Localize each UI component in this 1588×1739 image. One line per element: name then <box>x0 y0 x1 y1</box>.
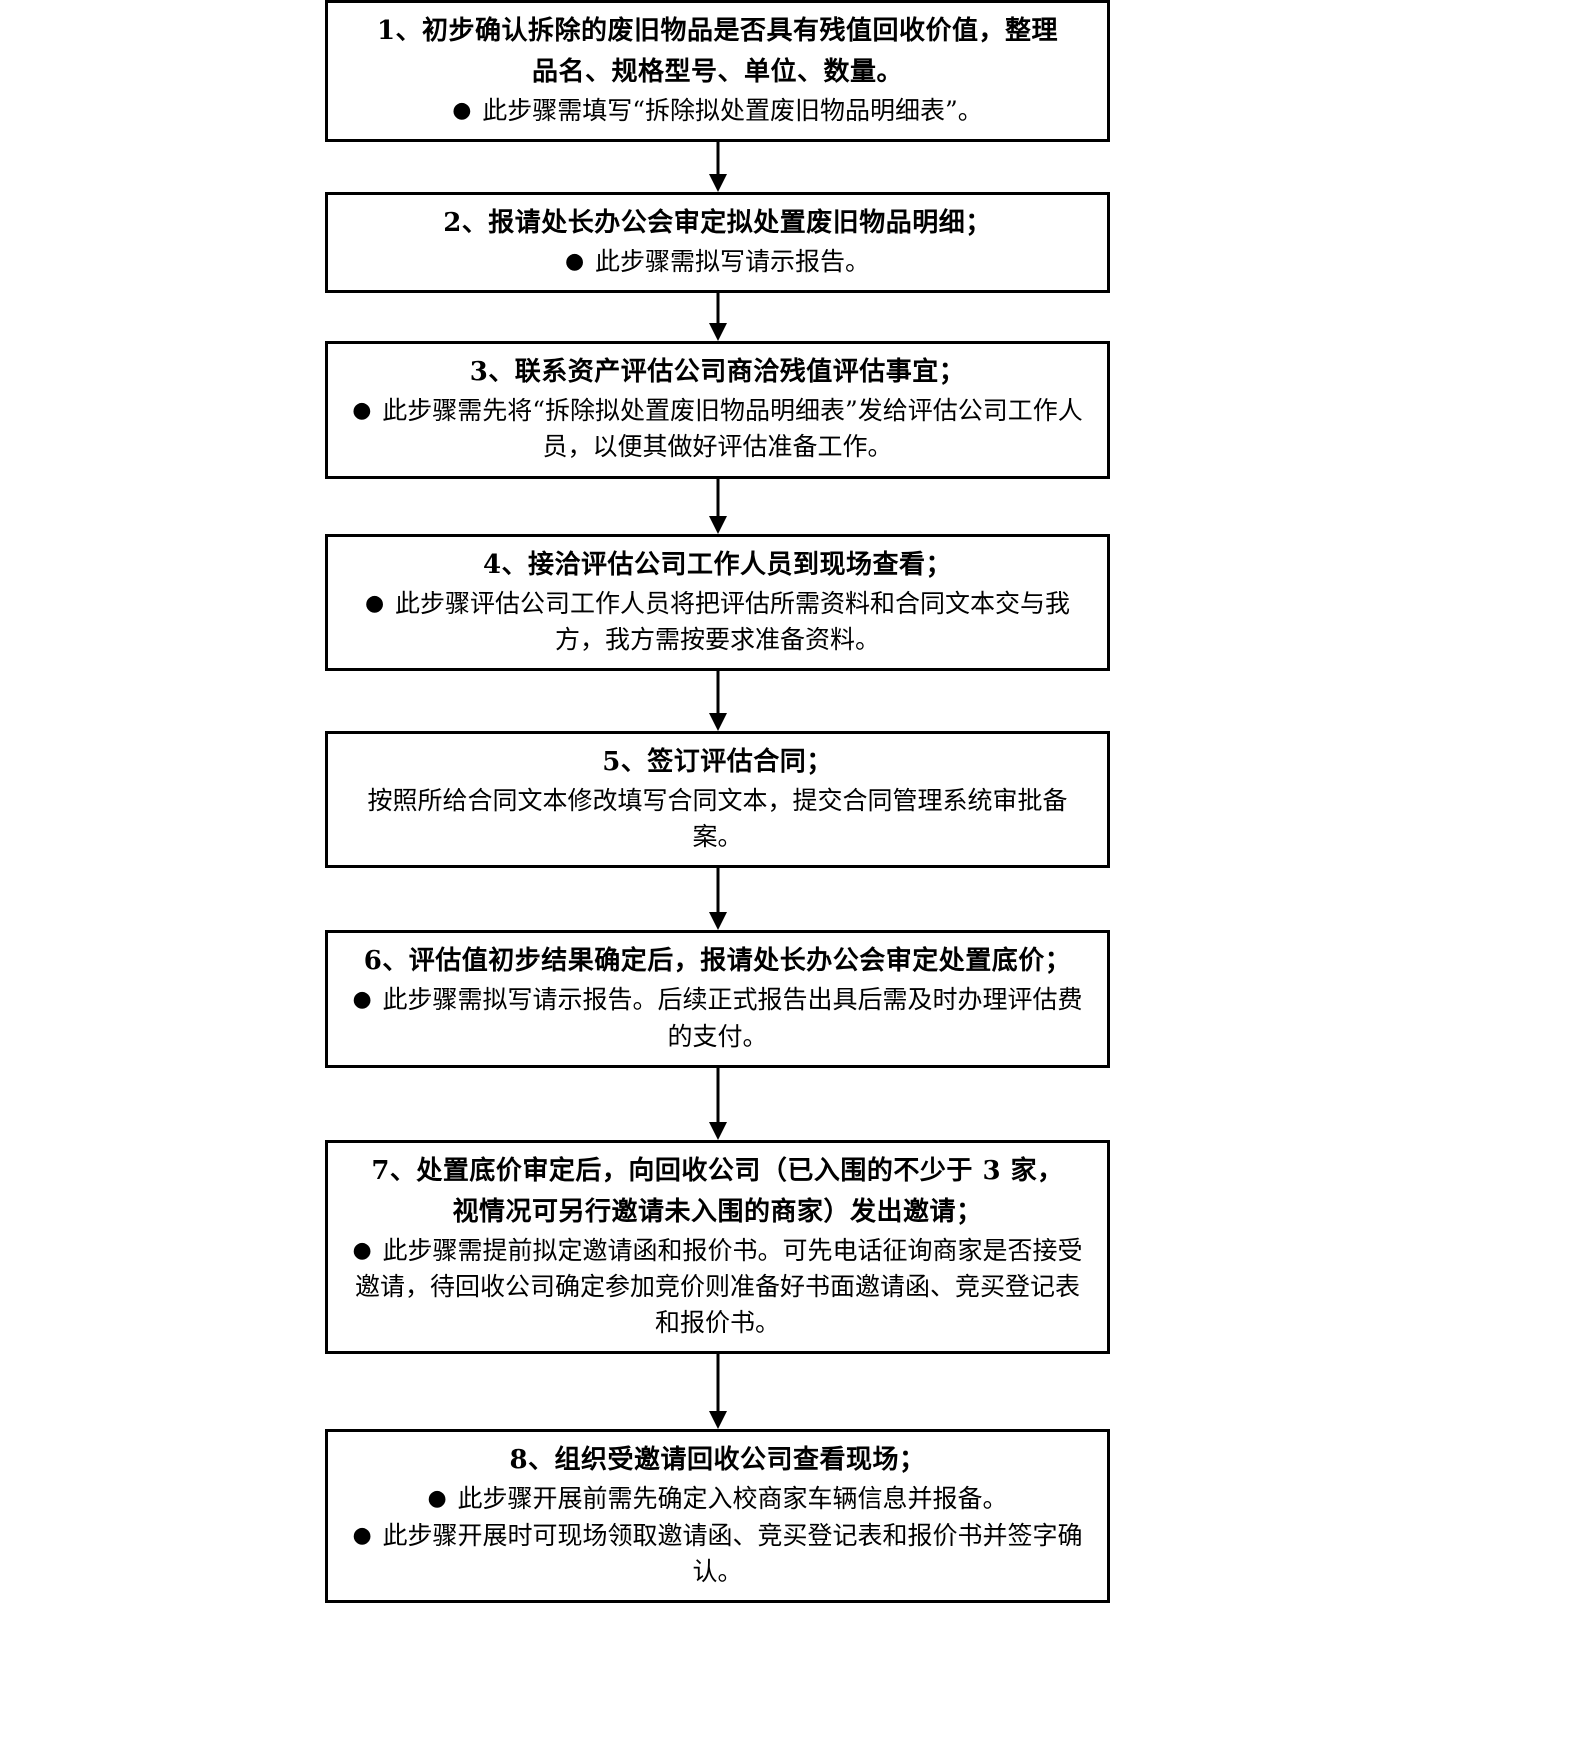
step-7-title-line-2: 视情况可另行邀请未入围的商家）发出邀请； <box>452 1196 983 1227</box>
down-arrow-icon <box>708 478 727 534</box>
step-7-bullet-list: ●此步骤需提前拟定邀请函和报价书。可先电话征询商家是否接受邀请，待回收公司确定参… <box>342 1233 1093 1342</box>
step-8-title-line-1: 8、组织受邀请回收公司查看现场； <box>509 1445 926 1476</box>
flowchart-step-3[interactable]: 3、联系资产评估公司商洽残值评估事宜； ● 此步骤需先将“拆除拟处置废旧物品明细表… <box>325 341 1110 479</box>
step-3-bullet-0: ● 此步骤需先将“拆除拟处置废旧物品明细表”发给评估公司工作人员，以便其做好评估准… <box>342 393 1093 466</box>
step-1-bullet-text-0: 此步骤需填写“拆除拟处置废旧物品明细表”。 <box>482 95 983 125</box>
flowchart-step-5[interactable]: 5、签订评估合同； 按照所给合同文本修改填写合同文本，提交合同管理系统审批备案。 <box>325 731 1110 869</box>
step-5-plain-line-0: 按照所给合同文本修改填写合同文本，提交合同管理系统审批备案。 <box>367 785 1068 852</box>
connector-1-to-2 <box>325 142 1110 193</box>
step-7-bullet-text-0: 此步骤需提前拟定邀请函和报价书。可先电话征询商家是否接受邀请，待回收公司确定参加… <box>354 1235 1083 1338</box>
flowchart-step-4[interactable]: 4、接洽评估公司工作人员到现场查看； ● 此步骤评估公司工作人员将把评估所需资料和… <box>325 533 1110 672</box>
step-4-title-line-1: 4、接洽评估公司工作人员到现场查看； <box>482 549 953 580</box>
step-6-bullet-list: ● 此步骤需拟写请示报告。后续正式报告出具后需及时办理评估费的支付。 <box>342 982 1093 1055</box>
connector-7-to-8 <box>325 1354 1110 1430</box>
down-arrow-icon <box>708 671 727 732</box>
down-arrow-icon <box>708 293 727 342</box>
bullet-dot-icon: ● <box>564 248 585 274</box>
down-arrow-icon <box>708 142 727 193</box>
connector-6-to-7 <box>325 1067 1110 1140</box>
step-8-bullet-text-1: 此步骤开展时可现场领取邀请函、竞买登记表和报价书并签字确认。 <box>382 1520 1083 1586</box>
step-8-bullet-0: ● 此步骤开展前需先确定入校商家车辆信息并报备。 <box>342 1481 1093 1517</box>
flowchart-step-2[interactable]: 2、报请处长办公会审定拟处置废旧物品明细； ● 此步骤需拟写请示报告。 <box>325 192 1110 294</box>
step-4-bullet-0: ● 此步骤评估公司工作人员将把评估所需资料和合同文本交与我方，我方需按要求准备资料… <box>342 586 1093 659</box>
flowchart-step-7[interactable]: 7、处置底价审定后，向回收公司（已入围的不少于 3 家， 视情况可另行邀请未入围… <box>325 1139 1110 1355</box>
connector-3-to-4 <box>325 478 1110 534</box>
flowchart-step-6[interactable]: 6、评估值初步结果确定后，报请处长办公会审定处置底价； ● 此步骤需拟写请示报告。… <box>325 930 1110 1068</box>
step-3-title-line-1: 3、联系资产评估公司商洽残值评估事宜； <box>469 357 966 388</box>
bullet-dot-icon: ● <box>352 987 372 1013</box>
step-6-bullet-0: ● 此步骤需拟写请示报告。后续正式报告出具后需及时办理评估费的支付。 <box>342 982 1093 1055</box>
step-6-bullet-text-0: 此步骤需拟写请示报告。后续正式报告出具后需及时办理评估费的支付。 <box>382 985 1083 1051</box>
step-2-bullet-0: ● 此步骤需拟写请示报告。 <box>342 244 1093 280</box>
step-5-title-line-1: 5、签订评估合同； <box>602 747 833 778</box>
step-1-bullet-list: ● 此步骤需填写“拆除拟处置废旧物品明细表”。 <box>342 93 1093 129</box>
down-arrow-icon <box>708 1354 727 1430</box>
step-3-bullet-text-0: 此步骤需先将“拆除拟处置废旧物品明细表”发给评估公司工作人员，以便其做好评估准备… <box>382 396 1083 462</box>
step-2-bullet-text-0: 此步骤需拟写请示报告。 <box>594 246 870 276</box>
bullet-dot-icon: ● <box>427 1486 447 1512</box>
flowchart-step-1[interactable]: 1、初步确认拆除的废旧物品是否具有残值回收价值，整理 品名、规格型号、单位、数量… <box>325 0 1110 143</box>
connector-5-to-6 <box>325 868 1110 931</box>
flowchart-column: 1、初步确认拆除的废旧物品是否具有残值回收价值，整理 品名、规格型号、单位、数量… <box>325 0 1110 1604</box>
step-6-title-line-1: 6、评估值初步结果确定后，报请处长办公会审定处置底价； <box>363 946 1072 977</box>
step-7-title-line-1: 7、处置底价审定后，向回收公司（已入围的不少于 3 家， <box>371 1155 1064 1186</box>
step-4-bullet-list: ● 此步骤评估公司工作人员将把评估所需资料和合同文本交与我方，我方需按要求准备资料… <box>342 586 1093 659</box>
down-arrow-icon <box>708 1067 727 1140</box>
bullet-dot-icon: ● <box>364 590 385 616</box>
down-arrow-icon <box>708 868 727 931</box>
flowchart-step-8[interactable]: 8、组织受邀请回收公司查看现场； ● 此步骤开展前需先确定入校商家车辆信息并报备。… <box>325 1429 1110 1604</box>
bullet-dot-icon: ● <box>352 1237 372 1263</box>
step-8-bullet-1: ● 此步骤开展时可现场领取邀请函、竞买登记表和报价书并签字确认。 <box>342 1518 1093 1591</box>
step-1-title-line-1: 1、初步确认拆除的废旧物品是否具有残值回收价值，整理 <box>376 16 1059 46</box>
step-1-bullet-0: ● 此步骤需填写“拆除拟处置废旧物品明细表”。 <box>342 93 1093 129</box>
step-4-bullet-text-0: 此步骤评估公司工作人员将把评估所需资料和合同文本交与我方，我方需按要求准备资料。 <box>394 588 1070 654</box>
step-1-title-line-2: 品名、规格型号、单位、数量。 <box>531 56 903 87</box>
connector-4-to-5 <box>325 671 1110 732</box>
bullet-dot-icon: ● <box>452 97 472 123</box>
step-8-bullet-text-0: 此步骤开展前需先确定入校商家车辆信息并报备。 <box>457 1484 1008 1514</box>
step-8-bullet-list: ● 此步骤开展前需先确定入校商家车辆信息并报备。 ● 此步骤开展时可现场领取邀请函、… <box>342 1481 1093 1590</box>
step-2-title-line-1: 2、报请处长办公会审定拟处置废旧物品明细； <box>443 208 992 239</box>
bullet-dot-icon: ● <box>352 1522 372 1548</box>
step-2-bullet-list: ● 此步骤需拟写请示报告。 <box>342 244 1093 280</box>
step-7-bullet-0: ●此步骤需提前拟定邀请函和报价书。可先电话征询商家是否接受邀请，待回收公司确定参… <box>342 1233 1093 1342</box>
step-3-bullet-list: ● 此步骤需先将“拆除拟处置废旧物品明细表”发给评估公司工作人员，以便其做好评估准… <box>342 393 1093 466</box>
connector-2-to-3 <box>325 293 1110 342</box>
bullet-dot-icon: ● <box>352 398 372 424</box>
